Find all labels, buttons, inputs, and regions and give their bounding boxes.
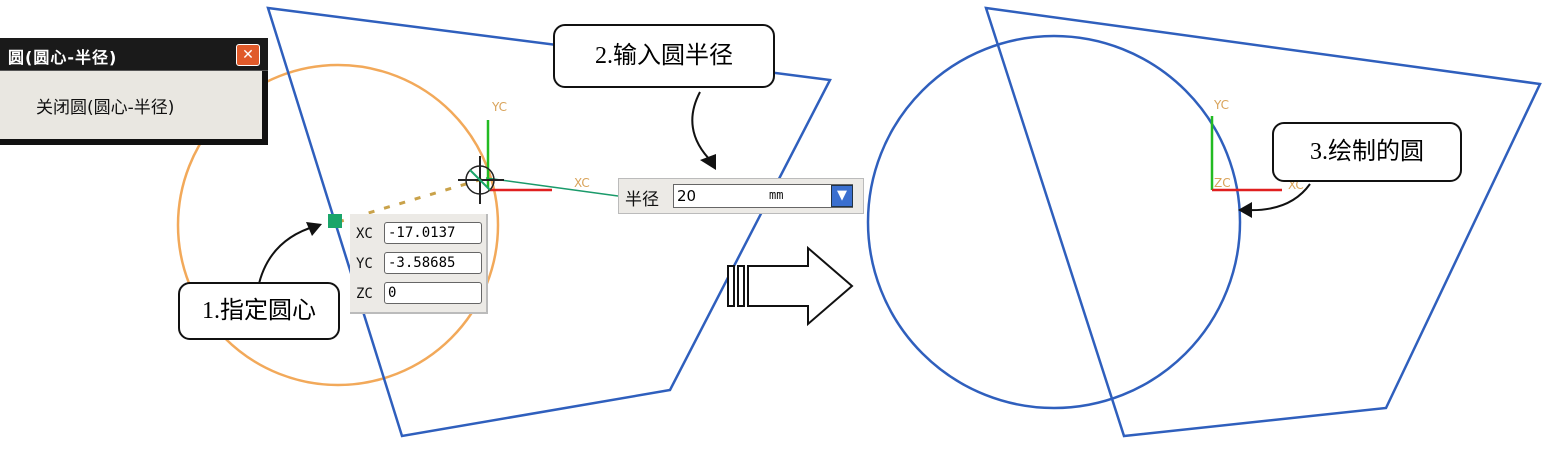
crosshair-cursor-icon: [458, 156, 504, 204]
callout-step2: 2.输入圆半径: [553, 24, 775, 88]
axis-label-xc-left: XC: [574, 176, 590, 190]
callout-arrow-step2: [691, 91, 716, 170]
close-icon[interactable]: ✕: [236, 44, 260, 66]
yc-input[interactable]: -3.58685: [384, 252, 482, 274]
circle-center-radius-dialog: 圆(圆心-半径) ✕ 关闭圆(圆心-半径): [0, 38, 268, 146]
close-circle-button-label: 关闭圆(圆心-半径): [36, 98, 175, 118]
radius-unit: mm: [769, 188, 784, 202]
coordinate-label: XC: [356, 226, 373, 242]
xc-input[interactable]: -17.0137: [384, 222, 482, 244]
coordinate-row-zc: ZC 0: [354, 282, 484, 308]
transition-arrow-icon: [727, 245, 854, 327]
callout-step3: 3.绘制的圆: [1272, 122, 1462, 182]
sketch-quadrilateral-right: [984, 6, 1542, 438]
radius-input-panel: 半径 20 mm ▼: [618, 178, 864, 214]
radius-input[interactable]: 20: [673, 184, 853, 208]
center-point-marker: [328, 214, 342, 228]
coordinate-label: YC: [356, 256, 373, 272]
rubber-band-line: [337, 176, 487, 224]
radius-label: 半径: [625, 190, 659, 210]
coordinate-row-yc: YC -3.58685: [354, 252, 484, 278]
dialog-title: 圆(圆心-半径): [8, 48, 118, 67]
callout-step1: 1.指定圆心: [178, 282, 340, 340]
callout-arrow-step1: [257, 222, 322, 289]
callout-arrow-step3: [1238, 183, 1311, 218]
dialog-title-bar[interactable]: 圆(圆心-半径) ✕: [0, 38, 268, 71]
down-arrow-icon[interactable]: ▼: [831, 185, 853, 207]
radius-guide-line: [485, 177, 619, 197]
axis-label-zc-right: ZC: [1214, 176, 1231, 190]
coordinate-label: ZC: [356, 286, 373, 302]
coordinate-input-panel: XC -17.0137 YC -3.58685 ZC 0: [350, 214, 488, 314]
coordinate-row-xc: XC -17.0137: [354, 222, 484, 248]
axis-label-yc-left: YC: [492, 100, 508, 114]
preview-circle: [176, 63, 500, 387]
axis-label-yc-right: YC: [1214, 98, 1230, 112]
drawn-circle: [866, 34, 1242, 410]
close-circle-button[interactable]: 关闭圆(圆心-半径): [0, 71, 268, 145]
zc-input[interactable]: 0: [384, 282, 482, 304]
